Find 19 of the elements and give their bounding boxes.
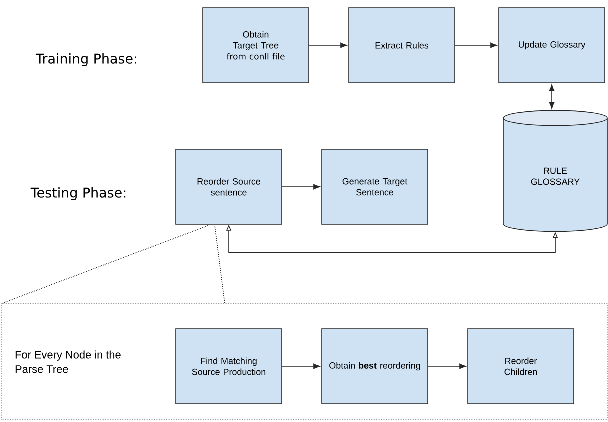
- process-box: Update Glossary: [498, 8, 606, 84]
- arrow: [282, 364, 320, 370]
- arrow: [282, 184, 320, 190]
- phase-label: Training Phase:: [36, 54, 136, 67]
- process-box: Obtain best reordering: [322, 328, 428, 404]
- process-box: Obtain Target Tree from conll file: [202, 8, 310, 84]
- process-box: Find Matching Source Production: [176, 328, 282, 404]
- arrow: [309, 42, 348, 48]
- database-cylinder: RULE GLOSSARY: [503, 110, 608, 232]
- zoom-line: [2, 226, 208, 304]
- process-box: Extract Rules: [348, 8, 456, 84]
- process-box: Reorder Source sentence: [176, 149, 282, 225]
- process-box: Reorder Children: [468, 328, 574, 404]
- arrow: [428, 364, 466, 370]
- phase-label: Testing Phase:: [30, 188, 126, 201]
- arrow: [455, 42, 498, 48]
- arrow: [549, 84, 555, 110]
- zoom-line: [214, 226, 226, 304]
- process-box: Generate Target Sentence: [322, 149, 428, 225]
